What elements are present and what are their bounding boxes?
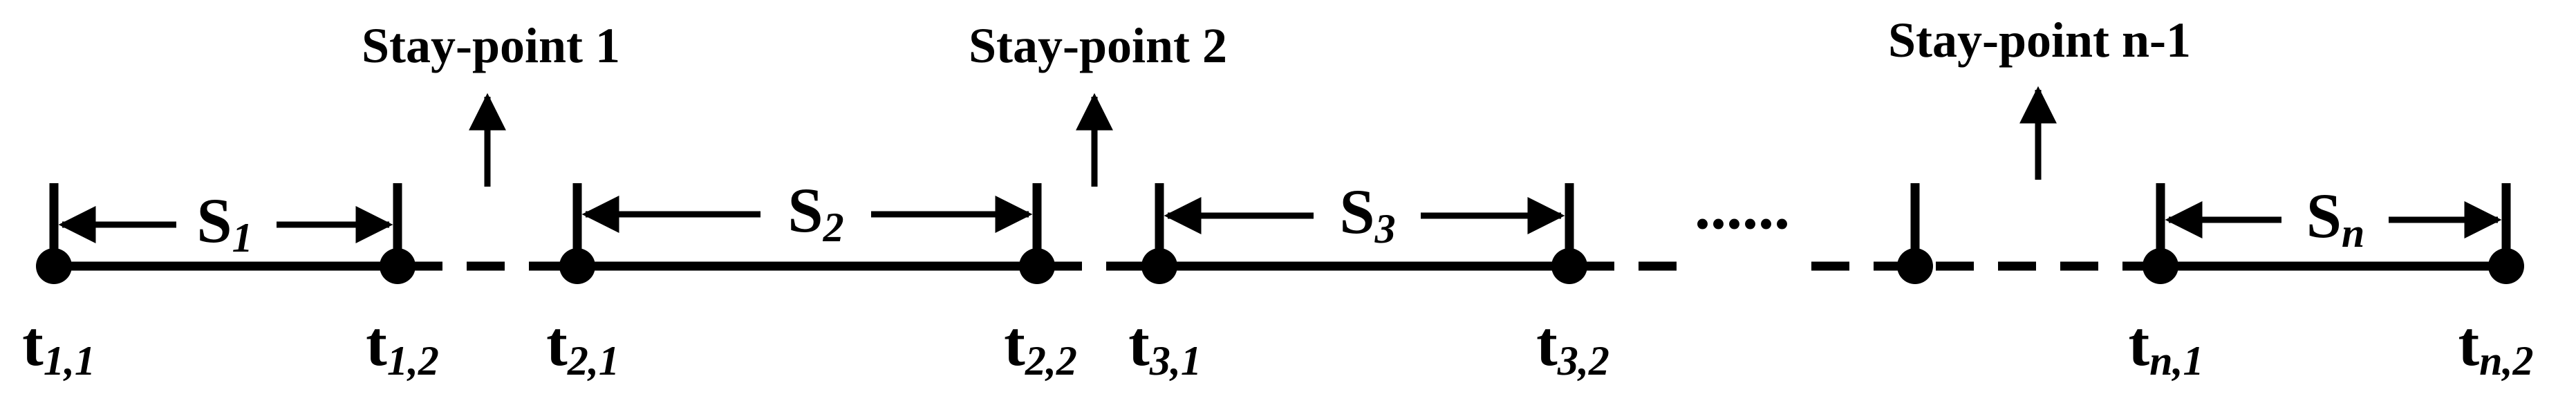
boundary-ticks bbox=[49, 183, 2511, 266]
time-label-t-n-2: tn,2 bbox=[2458, 308, 2533, 384]
dot-t-1-2 bbox=[380, 248, 416, 284]
dot-t-3-1 bbox=[1141, 248, 1177, 284]
segment-3-label: S3 bbox=[1339, 176, 1395, 252]
time-label-t-3-2: t3,2 bbox=[1536, 308, 1609, 384]
segment-n-label: Sn bbox=[2306, 180, 2365, 256]
stay-point-arrows bbox=[469, 86, 2057, 187]
stay-point-1-label: Stay-point 1 bbox=[362, 18, 620, 73]
time-label-t-1-2: t1,2 bbox=[366, 308, 439, 384]
time-label-t-1-1: t1,1 bbox=[22, 308, 95, 384]
dot-t-2-1 bbox=[559, 248, 595, 284]
dot-extra bbox=[1897, 248, 1933, 284]
dot-t-2-2 bbox=[1019, 248, 1055, 284]
dot-t-3-2 bbox=[1551, 248, 1587, 284]
time-label-t-3-1: t3,1 bbox=[1128, 308, 1202, 384]
time-label-t-2-2: t2,2 bbox=[1004, 308, 1077, 384]
time-label-t-n-1: tn,1 bbox=[2128, 308, 2203, 384]
segment-2-label: S2 bbox=[787, 175, 843, 250]
time-label-t-2-1: t2,1 bbox=[546, 308, 619, 384]
duration-arrows bbox=[58, 196, 2502, 243]
stay-point-2-label: Stay-point 2 bbox=[969, 18, 1227, 73]
dot-t-1-1 bbox=[36, 248, 72, 284]
timeline-ellipsis: ...... bbox=[1695, 171, 1790, 242]
stay-point-n-1-label: Stay-point n-1 bbox=[1888, 12, 2191, 68]
dot-t-n-1 bbox=[2143, 248, 2178, 284]
time-point-dots bbox=[36, 248, 2524, 284]
segment-1-label: S1 bbox=[196, 185, 252, 261]
dot-t-n-2 bbox=[2488, 248, 2524, 284]
